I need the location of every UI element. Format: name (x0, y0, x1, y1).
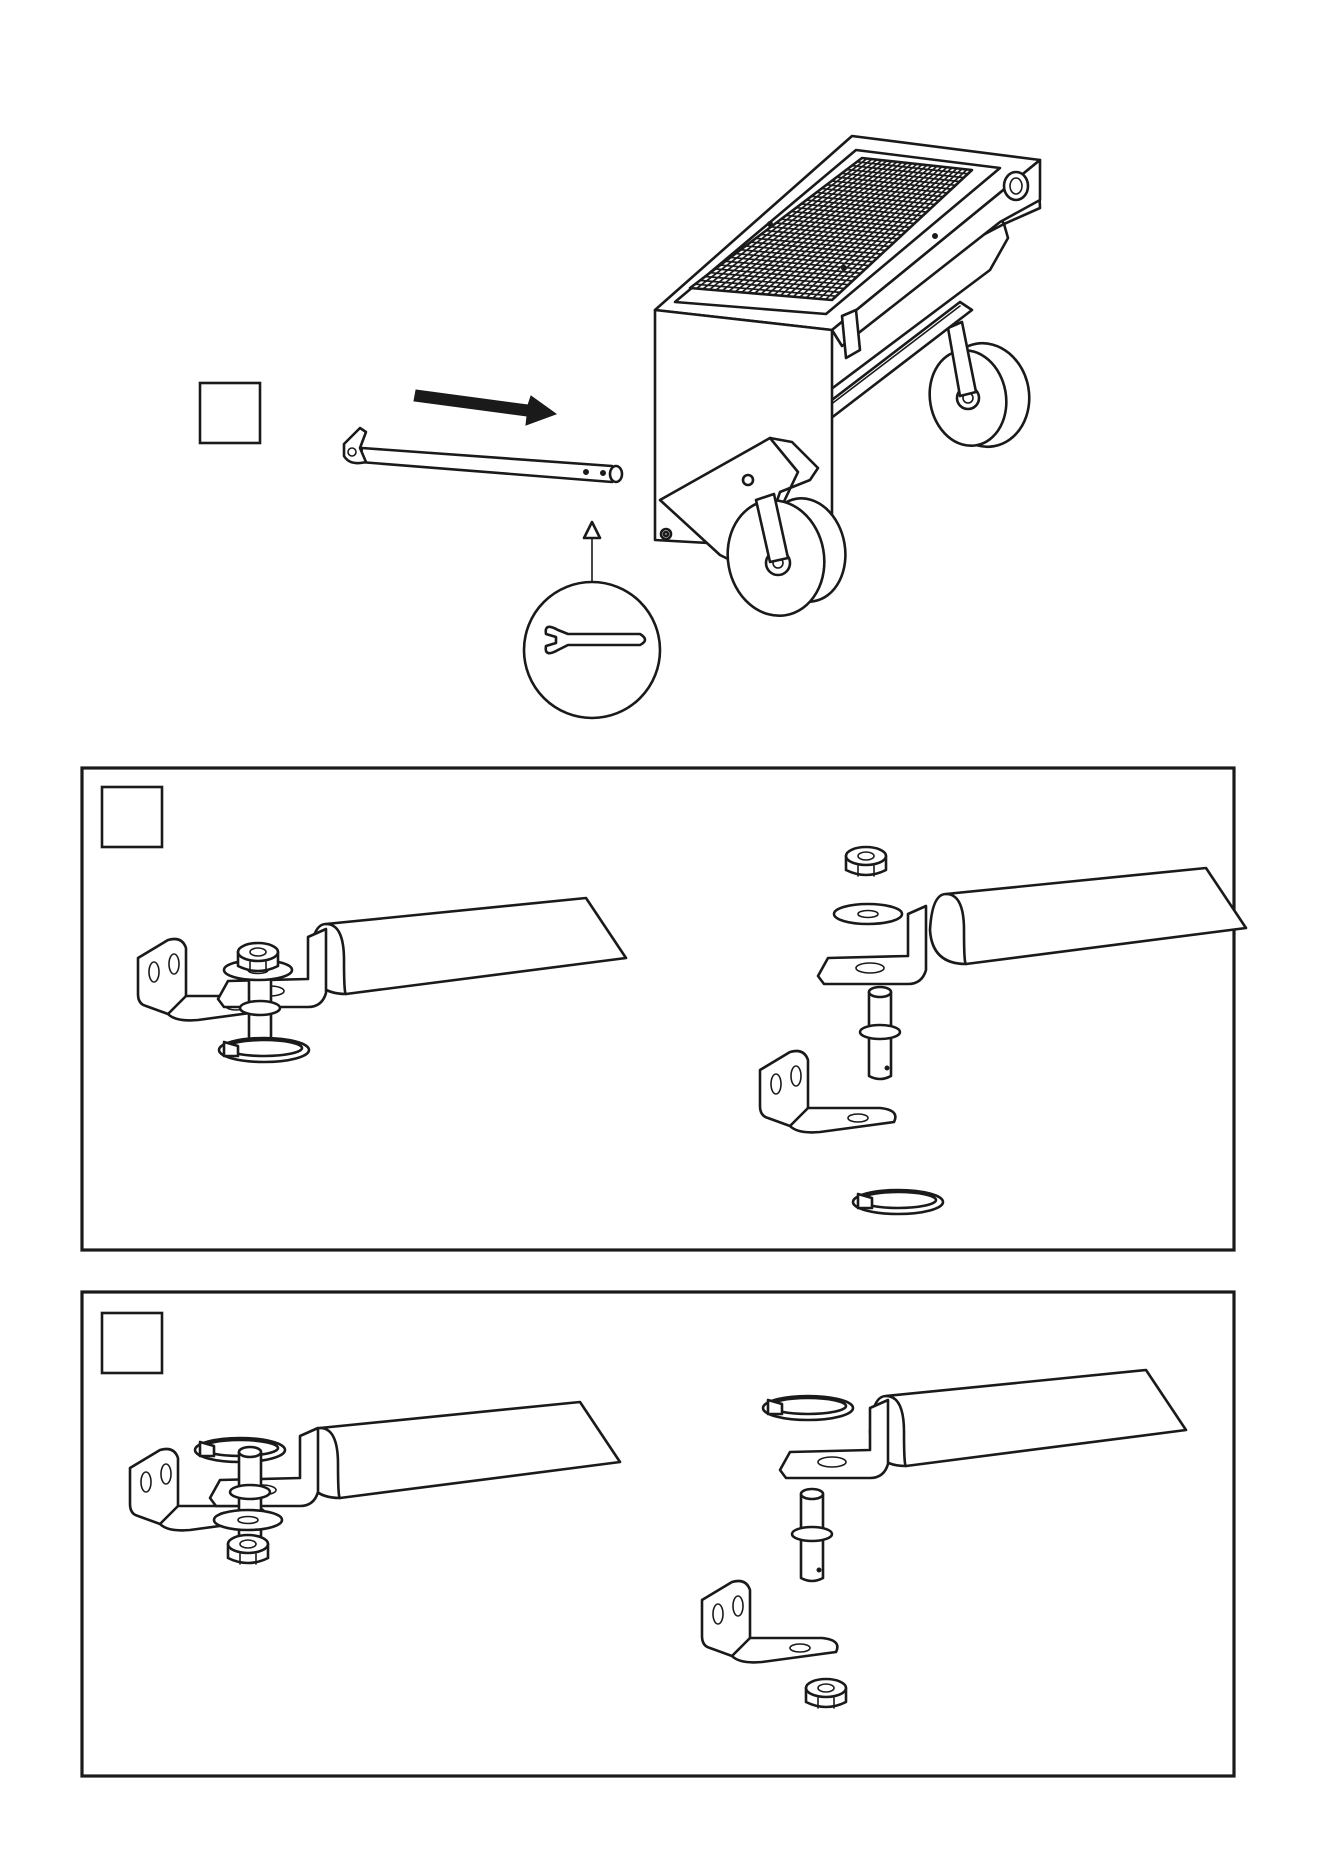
tool-callout (524, 522, 660, 718)
step-2-exploded-view (760, 847, 1246, 1214)
step-1-illustration (200, 136, 1040, 718)
top-tube-end (1004, 172, 1028, 200)
arrow-right-icon (414, 390, 556, 425)
step-2-assembled-view (138, 898, 626, 1062)
step-3-assembled-view (130, 1402, 620, 1564)
step-1-number-box (200, 383, 260, 443)
axle-rod (344, 428, 622, 482)
step-3-panel (82, 1292, 1234, 1776)
rear-wheel (922, 322, 1037, 454)
step-2-number-box (102, 787, 162, 847)
step-3-exploded-view (702, 1370, 1186, 1708)
spreader-cart (655, 136, 1040, 623)
step-2-panel (82, 768, 1246, 1250)
step-3-number-box (102, 1313, 162, 1373)
